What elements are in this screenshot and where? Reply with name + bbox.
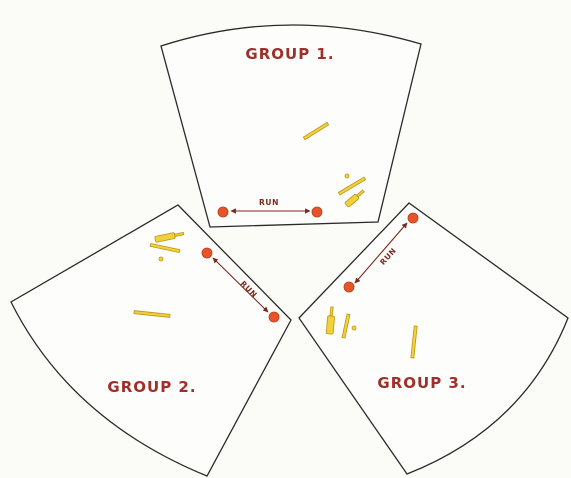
group-2-area: GROUP 2. RUN [11,205,291,476]
group-2-ball [159,257,163,261]
group-2-base-bottom [269,312,279,322]
group-1-base-left [218,207,228,217]
group-1-run-label: RUN [259,198,279,207]
group-3-area: GROUP 3. RUN [299,203,568,474]
group-3-title: GROUP 3. [377,374,466,392]
group-1-base-right [312,207,322,217]
group-3-ball [352,326,356,330]
group-1-area: GROUP 1. RUN [161,25,421,227]
group-1-ball [345,174,349,178]
group-3-sector [299,203,568,474]
group-3-base-top [408,213,418,223]
group-2-base-top [202,248,212,258]
group-2-title: GROUP 2. [107,378,196,396]
group-1-title: GROUP 1. [245,45,334,63]
group-3-base-bottom [344,282,354,292]
